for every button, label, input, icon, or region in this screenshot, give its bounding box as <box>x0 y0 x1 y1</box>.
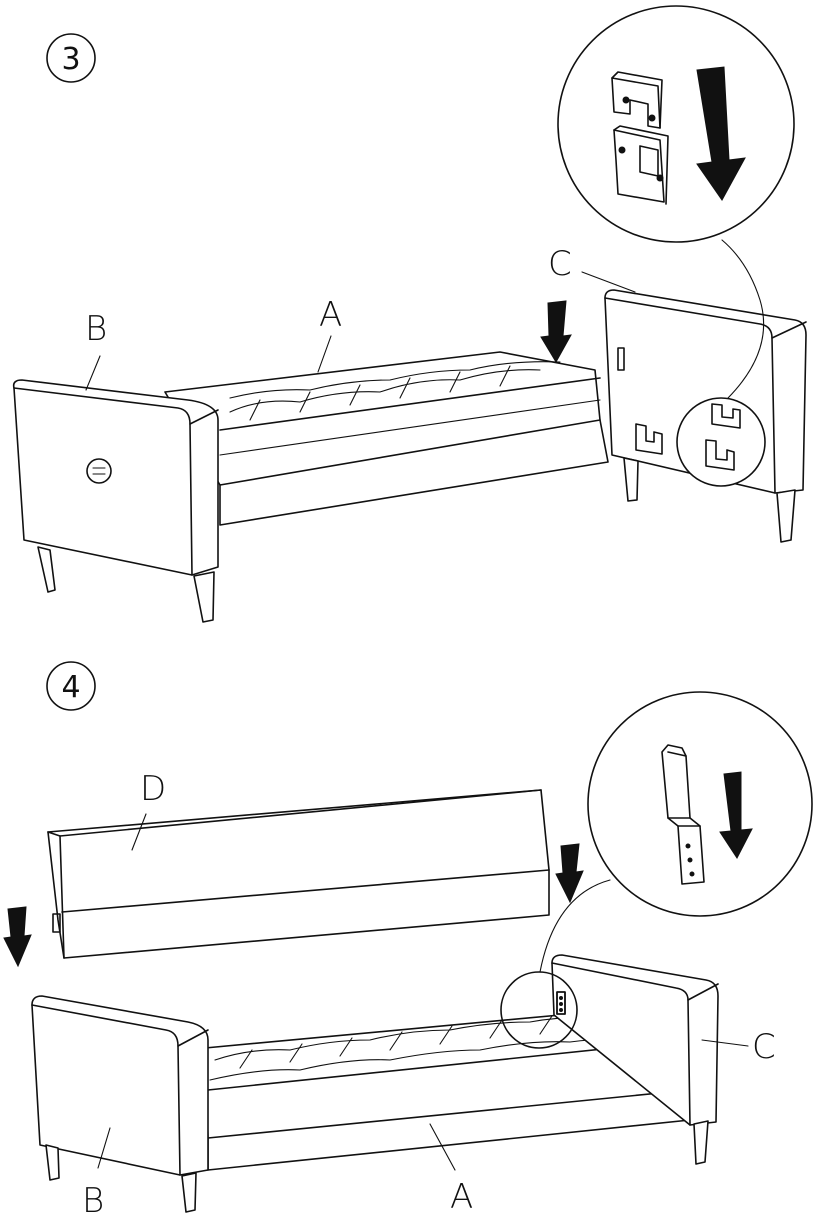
step-4-badge: 4 <box>46 661 96 711</box>
labels-step4: D B A C <box>82 769 776 1221</box>
arrow-down-step3 <box>540 300 572 363</box>
label-b-step4: B <box>82 1181 104 1221</box>
armrest-c-step4 <box>500 954 719 1165</box>
label-a-step3: A <box>319 295 342 335</box>
label-c-step3: C <box>548 244 572 284</box>
step-4-number: 4 <box>61 670 80 705</box>
label-b-step3: B <box>85 309 107 349</box>
label-d: D <box>140 769 166 809</box>
armrest-c-step3 <box>604 289 807 543</box>
seat-a-step3 <box>164 351 609 526</box>
detail-hooks-step3 <box>557 5 795 399</box>
label-c-step4: C <box>752 1027 776 1067</box>
step-4: 4 <box>3 661 813 1221</box>
label-a-step4: A <box>450 1177 473 1217</box>
backrest-d <box>3 789 584 968</box>
detail-bracket-step4 <box>539 691 813 973</box>
labels-step3: B A C <box>85 244 636 391</box>
armrest-b-step3 <box>12 379 219 623</box>
armrest-b-step4 <box>31 995 209 1213</box>
step-3-badge: 3 <box>46 33 96 83</box>
step-3-number: 3 <box>61 42 80 77</box>
step-3: 3 <box>12 5 807 623</box>
